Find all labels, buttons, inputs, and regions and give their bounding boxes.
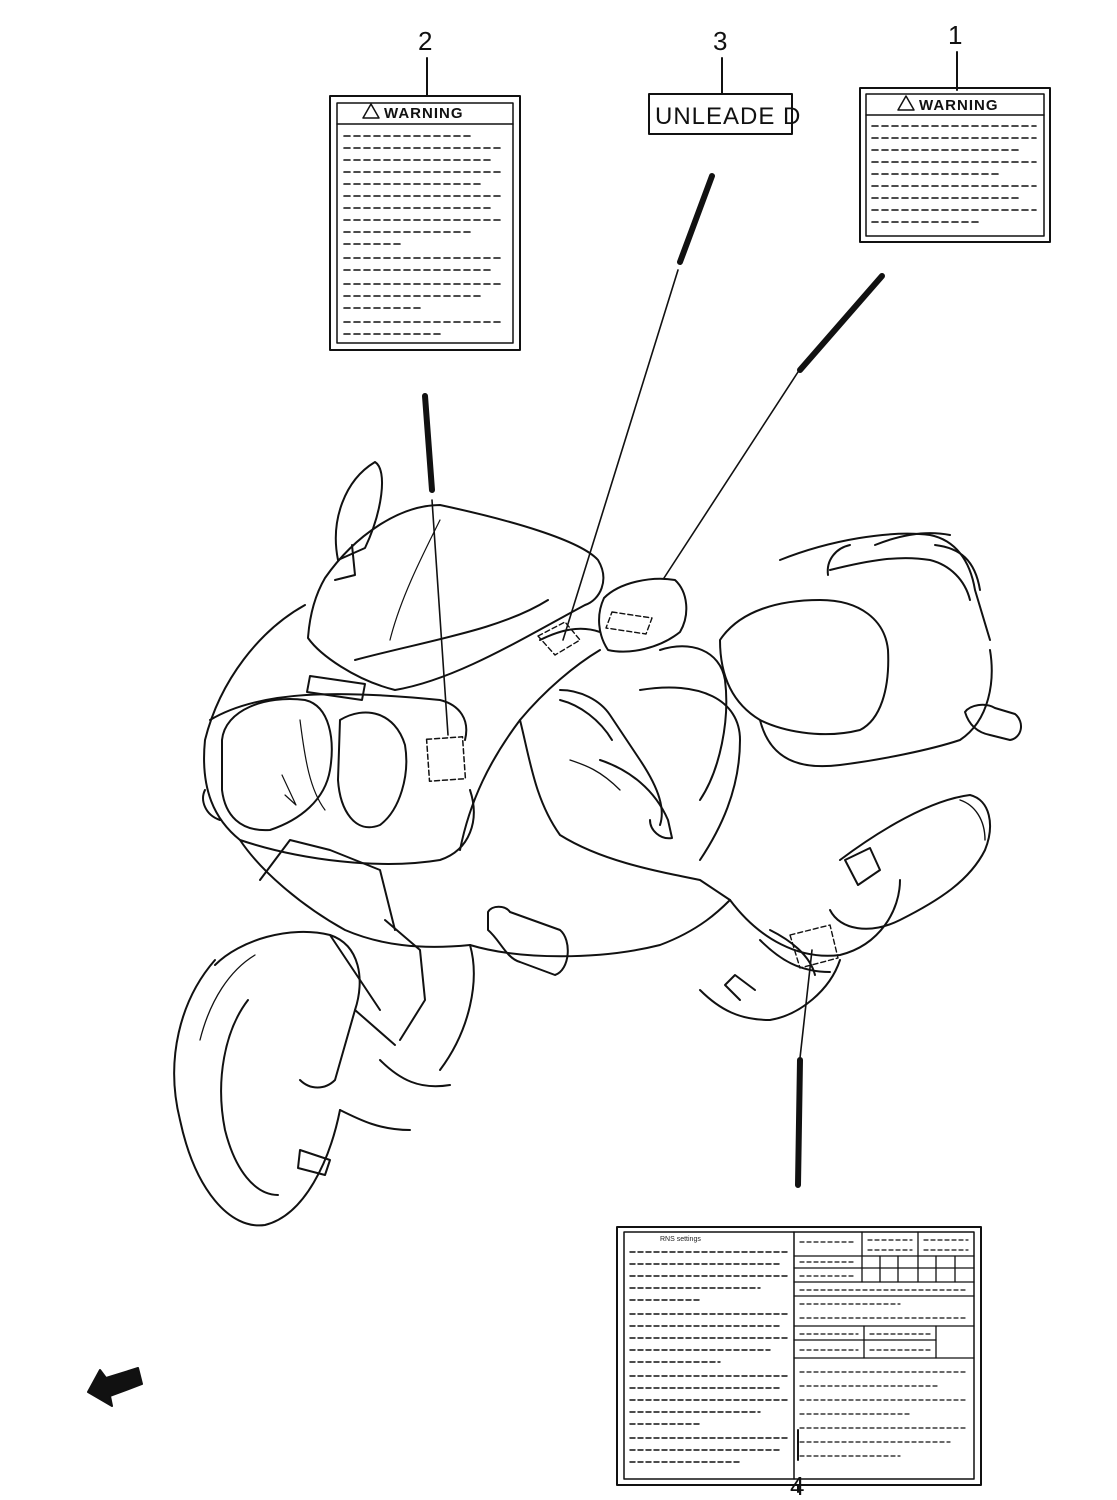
pointer-lines bbox=[422, 173, 885, 1188]
info-plate-border bbox=[616, 1226, 982, 1486]
callout-number-3: 3 bbox=[713, 26, 727, 56]
label-location-4 bbox=[789, 924, 839, 969]
step bbox=[724, 974, 756, 1001]
brake-lever bbox=[599, 759, 673, 840]
pointer-lines-thin bbox=[431, 269, 813, 1059]
callout-number-1: 1 bbox=[948, 20, 962, 50]
front-fork bbox=[259, 839, 396, 931]
motorcycle-drawing bbox=[173, 461, 1022, 1227]
label-location-1 bbox=[605, 611, 653, 635]
info-plate-text-lines-right bbox=[799, 1239, 969, 1457]
callout-number-2: 2 bbox=[418, 26, 432, 56]
warning-label-2-inner-border bbox=[336, 102, 514, 344]
info-plate-grid bbox=[793, 1231, 975, 1359]
front-direction-arrow-icon bbox=[87, 1367, 143, 1407]
seat-rear bbox=[779, 532, 991, 641]
callout-4[interactable]: 4 bbox=[790, 1429, 804, 1500]
rear-wheel bbox=[729, 879, 901, 957]
warning-triangle-icon bbox=[362, 103, 380, 119]
label-location-3 bbox=[537, 621, 581, 656]
front-turn-signal bbox=[487, 905, 569, 976]
callout-2[interactable]: 2 bbox=[418, 26, 432, 97]
left-headlight bbox=[221, 698, 333, 832]
exhaust-muffler bbox=[829, 794, 991, 930]
label-location-2 bbox=[425, 736, 467, 782]
warning-label-2-border bbox=[329, 95, 521, 351]
warning-label-1-inner-border bbox=[865, 93, 1045, 237]
fairing-vent bbox=[306, 675, 366, 701]
warning-label-1-title: WARNING bbox=[919, 97, 999, 114]
unleaded-label-border bbox=[648, 93, 793, 135]
windscreen bbox=[307, 504, 605, 691]
left-mirror bbox=[334, 461, 383, 561]
front-fender bbox=[214, 930, 361, 1089]
seat-front bbox=[719, 599, 890, 736]
info-plate-text-lines-left bbox=[629, 1251, 791, 1463]
warning-label-1-border bbox=[859, 87, 1051, 243]
warning-label-1[interactable]: WARNING bbox=[859, 87, 1051, 243]
right-mirror bbox=[598, 577, 688, 653]
fuel-tank bbox=[659, 645, 728, 801]
info-plate-label[interactable]: RNS settings bbox=[616, 1226, 982, 1486]
warning-triangle-icon bbox=[897, 95, 915, 111]
warning-label-2-title: WARNING bbox=[384, 105, 464, 122]
right-headlight bbox=[337, 711, 408, 829]
info-plate-heading: RNS settings bbox=[660, 1236, 701, 1243]
callout-3[interactable]: 3 bbox=[713, 26, 727, 95]
warning-label-1-text-lines bbox=[871, 125, 1037, 223]
callout-1[interactable]: 1 bbox=[948, 20, 962, 91]
unleaded-label[interactable]: UNLEADE D bbox=[648, 93, 801, 135]
warning-label-2[interactable]: WARNING bbox=[329, 95, 521, 351]
warning-label-2-text-lines bbox=[343, 135, 501, 335]
info-plate-inner-border bbox=[623, 1231, 975, 1480]
front-wheel bbox=[173, 959, 341, 1227]
unleaded-label-text: UNLEADE D bbox=[655, 103, 801, 130]
rear-turn-signal bbox=[964, 703, 1022, 741]
